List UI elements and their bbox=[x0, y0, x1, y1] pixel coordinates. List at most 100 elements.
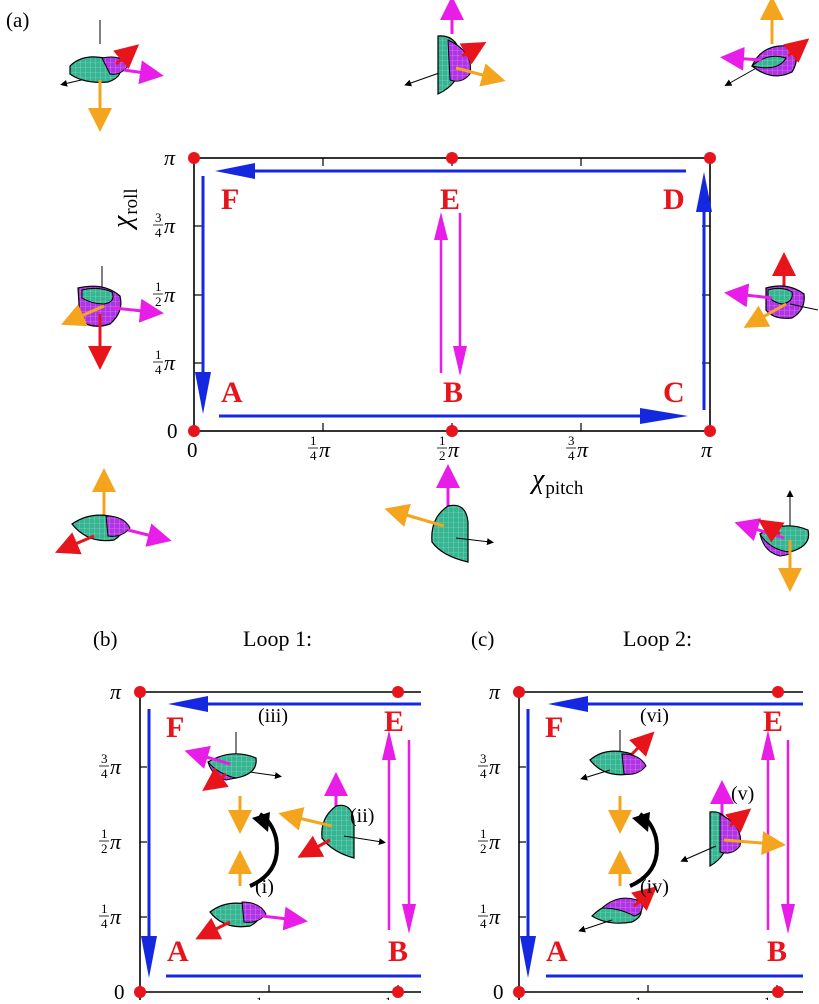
y-tick-1-2-pi: 1 2 π bbox=[478, 826, 501, 856]
svg-text:1: 1 bbox=[635, 994, 642, 1000]
svg-text:π: π bbox=[110, 904, 122, 929]
point-dot bbox=[704, 425, 716, 437]
point-dot bbox=[134, 686, 146, 698]
x-tick-1-4-pi: 1 π bbox=[256, 994, 277, 1004]
stage-label-i: (i) bbox=[255, 876, 274, 898]
stage-label-ii: (ii) bbox=[350, 805, 374, 827]
svg-text:π: π bbox=[265, 994, 277, 1000]
panel-label-b: (b) bbox=[93, 627, 118, 651]
svg-text:2: 2 bbox=[480, 841, 487, 856]
arrow-right-icon bbox=[640, 408, 688, 424]
point-dot bbox=[772, 986, 784, 998]
x-tick-3-4-pi: 3 4 π bbox=[566, 433, 589, 463]
orientation-glyph bbox=[60, 20, 164, 132]
svg-text:π: π bbox=[644, 994, 656, 1000]
svg-text:4: 4 bbox=[101, 766, 108, 781]
point-label-E: E bbox=[440, 183, 460, 216]
svg-text:π: π bbox=[448, 437, 460, 462]
x-axis-label: χpitch bbox=[529, 464, 584, 499]
svg-text:π: π bbox=[319, 437, 331, 462]
svg-text:4: 4 bbox=[310, 448, 317, 463]
svg-text:1: 1 bbox=[256, 994, 263, 1000]
blue-loop bbox=[195, 163, 712, 424]
y-tick-zero: 0 bbox=[167, 419, 178, 443]
stage-label-vi: (vi) bbox=[640, 705, 669, 727]
panel-label-c: (c) bbox=[471, 627, 494, 651]
x-tick-1-2-pi: 1 π bbox=[385, 994, 406, 1004]
arrow-up-icon bbox=[761, 730, 775, 760]
point-label-C: C bbox=[663, 376, 685, 409]
svg-text:π: π bbox=[110, 829, 122, 854]
y-tick-1-2-pi: 1 2 π bbox=[153, 279, 176, 309]
y-tick-pi: π bbox=[110, 679, 122, 704]
y-tick-zero: 0 bbox=[493, 980, 504, 1000]
x-tick-1-2-pi: 1 2 π bbox=[437, 433, 460, 463]
arrow-left-icon bbox=[215, 163, 255, 179]
svg-text:π: π bbox=[164, 213, 176, 238]
svg-text:4: 4 bbox=[155, 225, 162, 240]
grid-points bbox=[188, 152, 716, 437]
arrow-up-icon bbox=[434, 212, 448, 240]
point-dot bbox=[772, 686, 784, 698]
svg-text:1: 1 bbox=[310, 433, 317, 448]
x-tick-1-4-pi: 1 4 π bbox=[308, 433, 331, 463]
point-dot bbox=[188, 425, 200, 437]
svg-text:1: 1 bbox=[101, 826, 108, 841]
arrow-down-icon bbox=[402, 904, 416, 934]
svg-text:3: 3 bbox=[480, 751, 487, 766]
point-label-A: A bbox=[167, 935, 189, 968]
y-tick-3-4-pi: 3 4 π bbox=[153, 210, 176, 240]
y-tick-1-4-pi: 1 4 π bbox=[99, 901, 122, 931]
orientation-glyph bbox=[384, 464, 494, 563]
point-dot bbox=[446, 425, 458, 437]
orientation-glyph bbox=[54, 468, 172, 555]
orientation-glyph bbox=[61, 266, 164, 370]
point-label-B: B bbox=[767, 935, 787, 968]
svg-text:π: π bbox=[394, 994, 406, 1000]
point-label-A: A bbox=[546, 935, 568, 968]
loop1-diagram: A B E F π 3 4 π 1 2 π 1 4 π 0 0 1 π bbox=[99, 679, 421, 1004]
main-diagram: A B C D E F π 3 4 π 1 2 π 1 4 π 0 0 1 bbox=[107, 145, 716, 499]
y-axis-label: χroll bbox=[107, 188, 142, 231]
arrow-down-icon bbox=[520, 936, 536, 978]
y-tick-3-4-pi: 3 4 π bbox=[478, 751, 501, 781]
y-tick-1-4-pi: 1 4 π bbox=[478, 901, 501, 931]
svg-text:π: π bbox=[489, 829, 501, 854]
orientation-glyph bbox=[734, 490, 810, 592]
orientation-glyph bbox=[578, 886, 658, 933]
magenta-loop bbox=[434, 212, 467, 376]
svg-text:4: 4 bbox=[155, 362, 162, 377]
point-label-D: D bbox=[663, 183, 685, 216]
svg-text:1: 1 bbox=[385, 994, 392, 1000]
point-label-E: E bbox=[384, 705, 404, 738]
svg-text:2: 2 bbox=[101, 841, 108, 856]
x-tick-pi: π bbox=[701, 437, 713, 462]
arrow-down-icon bbox=[195, 372, 211, 414]
svg-text:1: 1 bbox=[439, 433, 446, 448]
orientation-glyph bbox=[404, 0, 506, 95]
x-tick-zero: 0 bbox=[187, 438, 198, 462]
orientation-glyph bbox=[720, 0, 810, 86]
loop2-diagram: A B E F π 3 4 π 1 2 π 1 4 π 0 0 1 π bbox=[478, 679, 803, 1004]
x-tick-1-4-pi: 1 π bbox=[635, 994, 656, 1004]
point-label-B: B bbox=[388, 935, 408, 968]
svg-text:3: 3 bbox=[568, 433, 575, 448]
svg-text:3: 3 bbox=[155, 210, 162, 225]
arrow-up-icon bbox=[382, 730, 396, 760]
loop-title-1: Loop 1: bbox=[243, 626, 312, 651]
point-dot bbox=[392, 686, 404, 698]
svg-text:4: 4 bbox=[568, 448, 575, 463]
y-tick-pi: π bbox=[164, 145, 176, 170]
point-dot bbox=[704, 152, 716, 164]
point-label-F: F bbox=[545, 711, 563, 744]
point-dot bbox=[513, 986, 525, 998]
orientation-glyph bbox=[580, 730, 655, 781]
svg-text:2: 2 bbox=[439, 448, 446, 463]
svg-text:1: 1 bbox=[101, 901, 108, 916]
arrow-down-icon bbox=[141, 936, 157, 978]
svg-text:π: π bbox=[110, 754, 122, 779]
loop-title-2: Loop 2: bbox=[623, 626, 692, 651]
point-dot bbox=[513, 686, 525, 698]
svg-text:1: 1 bbox=[155, 347, 162, 362]
point-dot bbox=[446, 152, 458, 164]
